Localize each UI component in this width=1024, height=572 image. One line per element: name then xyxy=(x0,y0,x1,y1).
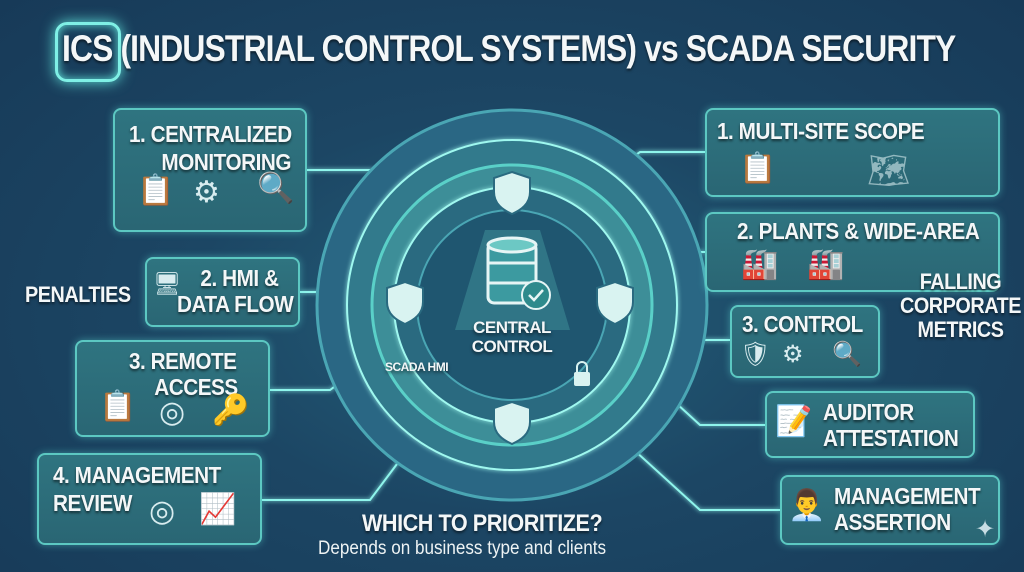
check-icon xyxy=(521,280,551,310)
magnifier-icon: 🔍 xyxy=(257,172,295,205)
page-title: ICS (INDUSTRIAL CONTROL SYSTEMS) vs SCAD… xyxy=(62,28,956,69)
footer-question: WHICH TO PRIORITIZE? xyxy=(362,510,603,537)
lock-icon xyxy=(574,372,590,386)
fingerprint-icon: ◎ xyxy=(159,396,186,429)
factory-icon: 🏭 xyxy=(741,248,779,281)
footer-answer: Depends on business type and clients xyxy=(318,538,607,559)
title-highlight xyxy=(55,22,121,82)
penalties-label: PENALTIES xyxy=(25,282,131,307)
magnifier-icon: 🔍 xyxy=(832,341,862,368)
plant-icon: 🏭 xyxy=(807,248,845,281)
checklist-icon: 📋 xyxy=(99,390,137,423)
card-plants-wide-area[interactable]: 2. PLANTS & WIDE-AREA 🏭 🏭 xyxy=(705,212,1000,292)
scada-hmi-label: SCADA HMI xyxy=(385,360,449,374)
sparkle-icon: ✦ xyxy=(975,516,996,543)
world-map-icon: 🗺 xyxy=(867,152,911,190)
fingerprint-icon: ◎ xyxy=(149,495,176,528)
presentation-chart-icon: 📈 xyxy=(199,493,237,526)
document-sign-icon: 📝 xyxy=(775,405,813,438)
card-hmi-data-flow[interactable]: 🖥 2. HMI &DATA FLOW xyxy=(145,257,300,327)
monitor-icon: 🖥 xyxy=(153,271,181,296)
key-icon: 🔑 xyxy=(212,394,250,427)
checklist-icon: 📋 xyxy=(137,174,175,207)
gears-icon: ⚙ xyxy=(782,341,804,368)
shield-lock-icons xyxy=(386,170,634,446)
card-control[interactable]: 3. CONTROL 🛡 ⚙ 🔍 xyxy=(730,305,880,378)
card-multi-site-scope[interactable]: 1. MULTI-SITE SCOPE 📋 🗺 xyxy=(705,108,1000,197)
gears-icon: ⚙ xyxy=(193,176,220,209)
shield-check-icon: 🛡 xyxy=(740,341,771,368)
checklist-icon: 📋 xyxy=(739,152,777,185)
person-icon: 👨‍💼 xyxy=(788,489,826,522)
